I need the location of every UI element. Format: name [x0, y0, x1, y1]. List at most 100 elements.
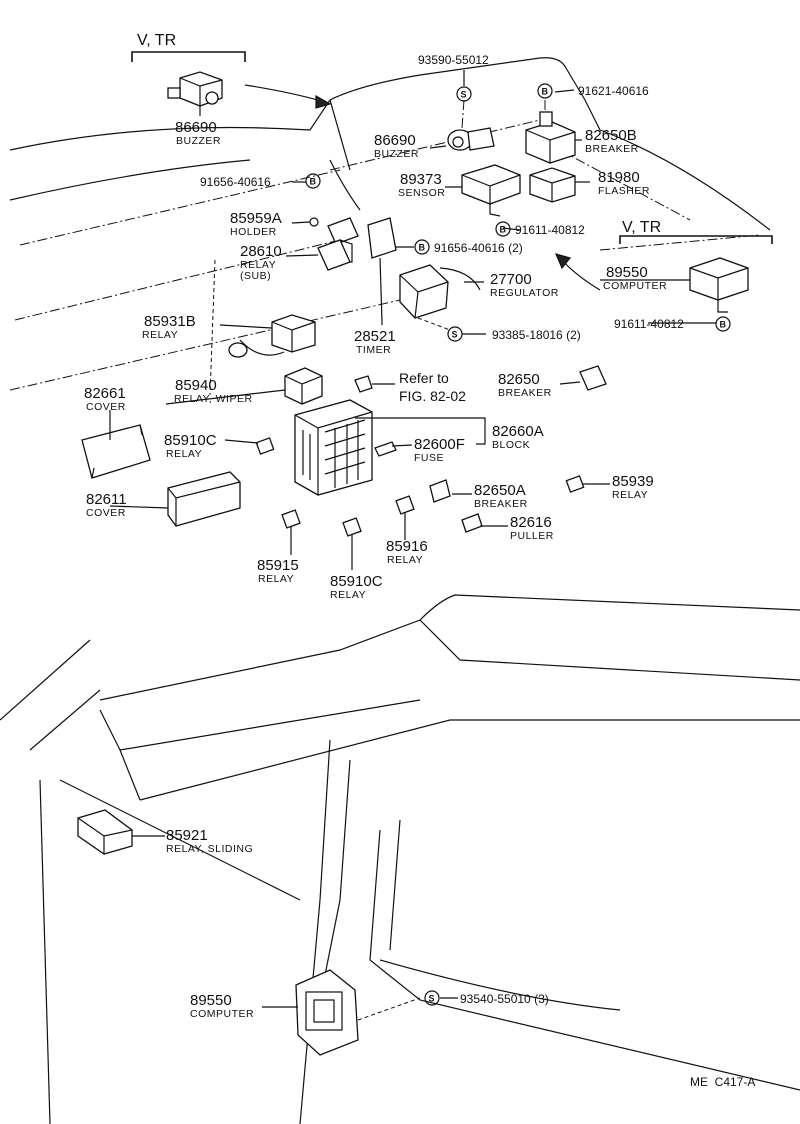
part-name: RELAY: [330, 589, 366, 601]
computer-upper-icon: [689, 257, 749, 313]
reference-note-line2: FIG. 82-02: [399, 388, 466, 404]
part-number: 93540-55010 (3): [460, 992, 549, 1006]
part-number: 89550: [606, 264, 648, 281]
leader-lines: [109, 70, 716, 1021]
part-name: BUZZER: [176, 135, 221, 147]
cover-82611-icon: [167, 471, 241, 527]
part-name: BREAKER: [498, 387, 552, 399]
variant-label-right: V, TR: [622, 219, 661, 236]
part-number: 89550: [190, 992, 232, 1009]
part-name: RELAY, WIPER: [174, 393, 253, 405]
computer-lower-icon: [295, 969, 359, 1056]
bolt-badge-label: B: [720, 320, 727, 330]
fuse-block-icon: [294, 399, 373, 496]
part-name: BUZZER: [374, 148, 419, 160]
screw-badge-label: S: [452, 330, 458, 340]
sensor-icon: [461, 164, 521, 217]
bolt-badge: [305, 173, 321, 189]
screw-badge: [424, 990, 440, 1006]
part-number: 85910C: [330, 573, 383, 590]
part-name: FUSE: [414, 452, 444, 464]
part-number: 85921: [166, 827, 208, 844]
connector-icon: [354, 375, 373, 393]
part-number: 91611-40812: [515, 223, 585, 237]
part-name: COVER: [86, 507, 126, 519]
screw-badge-label: S: [461, 90, 467, 100]
part-name: RELAY: [612, 489, 648, 501]
part-number: 82600F: [414, 436, 465, 453]
variant-bracket-left: V, TR: [131, 32, 246, 62]
part-name: PULLER: [510, 530, 554, 542]
screw-badge-label: S: [429, 994, 435, 1004]
part-number: 28521: [354, 328, 396, 345]
part-number: 82611: [86, 491, 127, 508]
body-outline: [0, 57, 800, 1124]
bolt-badge: [414, 239, 430, 255]
part-name: RELAY: [258, 573, 294, 585]
part-name: RELAY: [387, 554, 423, 566]
part-name: COVER: [86, 401, 126, 413]
part-number: 85910C: [164, 432, 217, 449]
part-number: 93590-55012: [418, 53, 489, 67]
cover-82661-icon: [81, 424, 151, 479]
part-name: RELAY: [166, 448, 202, 460]
screw-badge: [456, 86, 472, 102]
part-labels: 86690 BUZZER 93590-55012 91621-40616 866…: [84, 53, 684, 1020]
part-number: 82616: [510, 514, 552, 531]
part-number: 27700: [490, 271, 532, 288]
part-number: 82650A: [474, 482, 526, 499]
part-number: 82660A: [492, 423, 544, 440]
breaker-82650-icon: [579, 365, 607, 391]
relay-85931b-icon: [228, 314, 316, 358]
small-relay-icons: [255, 437, 585, 537]
part-name: BREAKER: [585, 143, 639, 155]
bolt-badge-label: B: [419, 243, 426, 253]
part-number: 86690: [175, 119, 217, 136]
part-name: RELAY: [240, 259, 276, 271]
part-name: COMPUTER: [190, 1008, 254, 1020]
part-number: 91621-40616: [578, 84, 649, 98]
timer-icon: [367, 217, 397, 323]
part-name: COMPUTER: [603, 280, 667, 292]
part-name: RELAY, SLIDING: [166, 843, 253, 855]
pointer-arrows: [244, 84, 601, 291]
part-name: SENSOR: [398, 187, 445, 199]
part-number: 91611-40812: [614, 317, 684, 331]
part-number: 82661: [84, 385, 126, 402]
variant-label-left: V, TR: [137, 32, 176, 49]
bolt-badge: [537, 83, 553, 99]
bolt-badge-label: B: [500, 225, 507, 235]
part-number: 85940: [175, 377, 217, 394]
screw-badge: [447, 326, 463, 342]
part-name: HOLDER: [230, 226, 277, 238]
buzzer-icon: [167, 71, 223, 107]
part-name: RELAY: [142, 329, 178, 341]
fastener-badges: S B B B B B S S: [305, 83, 731, 1006]
regulator-icon: [399, 264, 481, 319]
bolt-badge: [715, 316, 731, 332]
part-number: 81980: [598, 169, 640, 186]
relay-sub-icon: [317, 239, 353, 271]
part-name: FLASHER: [598, 185, 650, 197]
reference-note-line1: Refer to: [399, 370, 449, 386]
part-number: 91656-40616 (2): [434, 241, 523, 255]
part-number: 89373: [400, 171, 442, 188]
part-number: 85916: [386, 538, 428, 555]
bolt-badge-label: B: [542, 87, 549, 97]
flasher-icon: [529, 167, 576, 203]
part-name: BREAKER: [474, 498, 528, 510]
part-number: 93385-18016 (2): [492, 328, 581, 342]
part-number: 85915: [257, 557, 299, 574]
part-name: REGULATOR: [490, 287, 559, 299]
part-number: 82650: [498, 371, 540, 388]
buzzer-mounted-icon: [447, 127, 495, 151]
part-sub-label: (SUB): [240, 270, 271, 282]
part-number: 85959A: [230, 210, 282, 227]
part-number: 85939: [612, 473, 654, 490]
part-number: 82650B: [585, 127, 637, 144]
bolt-badge-label: B: [310, 177, 317, 187]
breaker-icon: [525, 111, 576, 164]
holder-icon: [309, 217, 359, 245]
